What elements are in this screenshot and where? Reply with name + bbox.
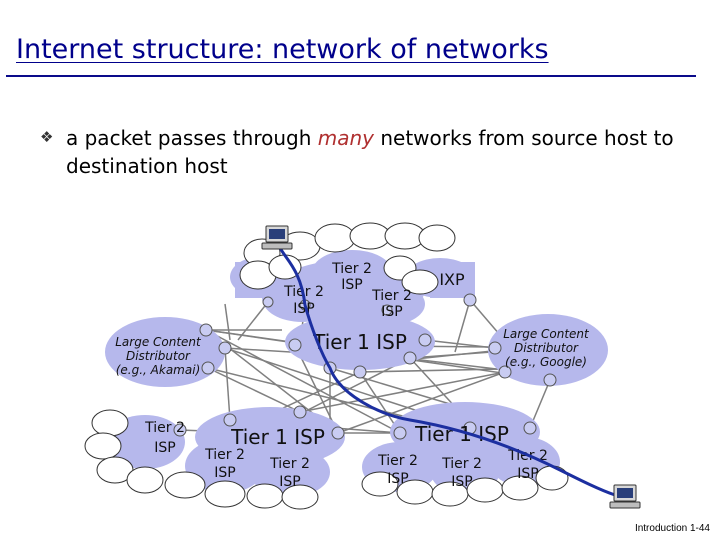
label-isp: ISP: [451, 474, 472, 490]
access-network: [535, 465, 569, 491]
label-isp: ISP: [154, 440, 175, 456]
title-divider: [6, 75, 696, 77]
router: [331, 426, 345, 440]
router: [381, 304, 393, 316]
access-network: [349, 222, 391, 250]
router: [418, 333, 432, 347]
router: [293, 405, 307, 419]
access-network: [246, 483, 284, 509]
router: [543, 373, 557, 387]
computer-icon: [609, 484, 641, 509]
router: [393, 426, 407, 440]
tier2-cloud: [312, 250, 392, 294]
label-ixp: IXP: [439, 270, 465, 289]
router: [403, 351, 417, 365]
packet-path: [276, 238, 617, 497]
bullet-icon: ❖: [40, 128, 54, 146]
label-isp: ISP: [341, 277, 362, 293]
label-tier2: Tier 2: [371, 288, 412, 304]
access-network: [204, 480, 246, 508]
router: [199, 323, 213, 337]
access-network: [361, 471, 399, 497]
access-network: [314, 223, 356, 253]
label-tier2: Tier 2: [204, 447, 245, 463]
access-network: [281, 484, 319, 510]
access-networks: [84, 222, 569, 510]
router: [218, 341, 232, 355]
router: [223, 413, 237, 427]
slide-title: Internet structure: network of networks: [16, 34, 549, 65]
label-isp: ISP: [214, 465, 235, 481]
router: [498, 365, 512, 379]
router: [488, 341, 502, 355]
label-isp: ISP: [279, 474, 300, 490]
label-cdn-right: Large Content: [503, 327, 590, 341]
router: [262, 296, 274, 308]
access-network: [126, 466, 164, 494]
label-tier1-left: Tier 1 ISP: [230, 425, 325, 449]
label-cdn-right: (e.g., Google): [505, 355, 587, 369]
label-isp: ISP: [387, 471, 408, 487]
access-network: [501, 475, 539, 501]
cdn-right-cloud: [488, 314, 608, 386]
bullet-text-part: networks from source host to destination…: [66, 126, 674, 178]
access-network: [84, 432, 122, 460]
label-tier2: Tier 2: [269, 456, 310, 472]
access-network: [164, 471, 206, 499]
cdn-left-cloud: [105, 317, 225, 387]
label-tier2: Tier 2: [377, 453, 418, 469]
label-tier2: Tier 2: [331, 261, 372, 277]
label-isp: ISP: [517, 466, 538, 482]
router: [463, 293, 477, 307]
label-cdn-left: (e.g., Akamai): [116, 363, 201, 377]
access-network: [418, 224, 456, 252]
bullet-text-part: a packet passes through: [66, 126, 318, 150]
computer-icon: [261, 225, 293, 250]
label-tier1-center: Tier 1 ISP: [312, 330, 407, 354]
bullet-emphasis: many: [317, 126, 374, 150]
router: [353, 365, 367, 379]
label-isp: ISP: [293, 301, 314, 317]
label-tier2: Tier 2: [144, 420, 185, 436]
router: [201, 361, 215, 375]
label-isp: ISP: [381, 304, 402, 320]
label-cdn-left: Distributor: [126, 349, 191, 363]
router: [523, 421, 537, 435]
router: [288, 338, 302, 352]
label-tier2: Tier 2: [441, 456, 482, 472]
label-cdn-left: Large Content: [115, 335, 202, 349]
slide-footer: Introduction 1-44: [634, 523, 710, 534]
router: [173, 423, 187, 437]
tier2-cloud: [345, 282, 425, 326]
access-network: [91, 409, 129, 437]
diagram-labels: Tier 1 ISP Tier 1 ISP Tier 1 ISP IXP Tie…: [115, 261, 590, 490]
label-cdn-right: Distributor: [514, 341, 579, 355]
bullet-text: a packet passes through many networks fr…: [66, 124, 686, 180]
access-network: [401, 269, 439, 295]
